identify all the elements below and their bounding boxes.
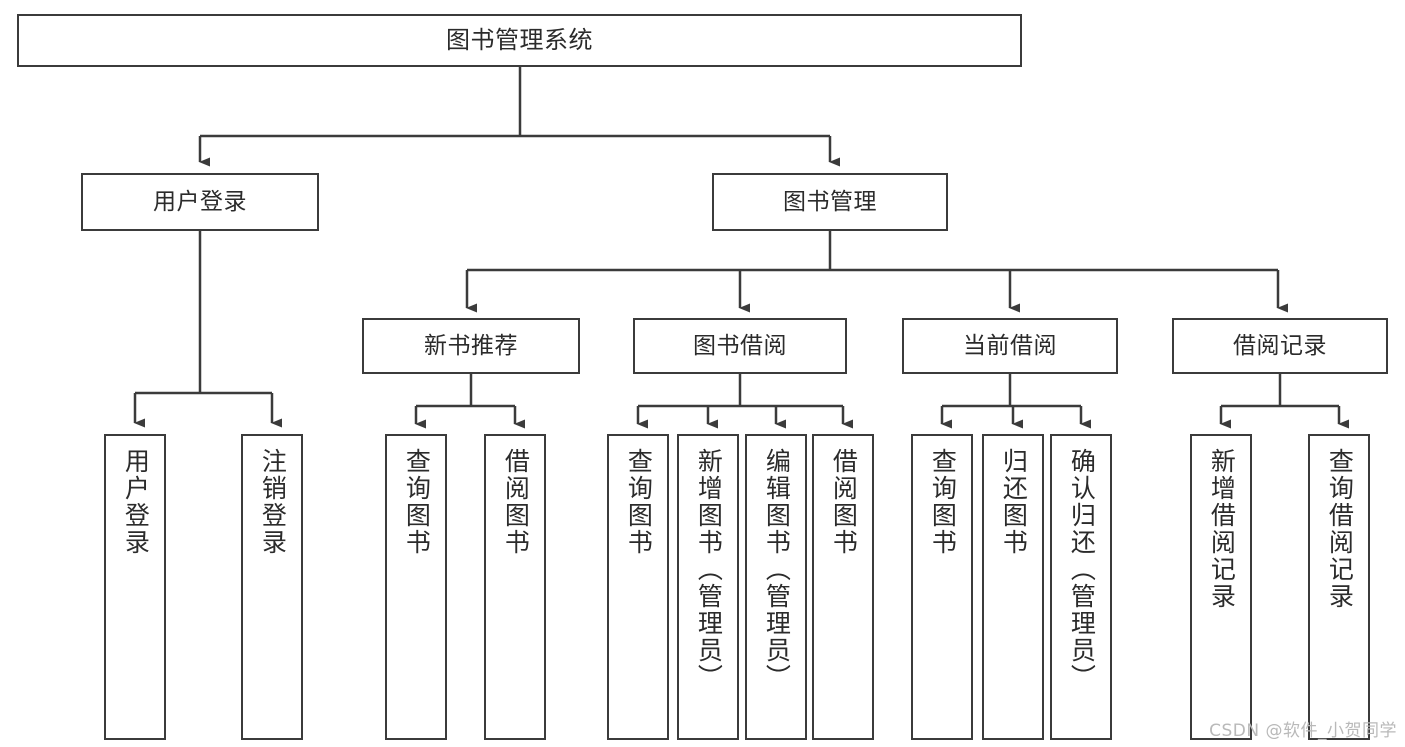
node-label: 借阅图书 <box>829 448 859 556</box>
node-label: 借阅记录 <box>1233 332 1327 359</box>
node-label: 图书管理系统 <box>446 25 593 54</box>
node-label: 新书推荐 <box>424 332 518 359</box>
node-book-management-system[interactable]: 图书管理系统 <box>17 14 1022 67</box>
node-label: 当前借阅 <box>963 332 1057 359</box>
node-label: 新增图书（管理员） <box>694 448 724 691</box>
node-label: 图书管理 <box>783 188 877 215</box>
node-new-book-recommendation[interactable]: 新书推荐 <box>362 318 580 374</box>
node-book-borrow[interactable]: 图书借阅 <box>633 318 847 374</box>
node-label: 新增借阅记录 <box>1207 448 1237 610</box>
node-label: 注销登录 <box>258 448 288 556</box>
leaf-confirm-return[interactable]: 确认归还（管理员） <box>1050 434 1112 740</box>
node-label: 编辑图书（管理员） <box>762 448 792 691</box>
node-label: 查询图书 <box>402 448 432 556</box>
leaf-add-book-admin[interactable]: 新增图书（管理员） <box>677 434 739 740</box>
leaf-add-borrow-record[interactable]: 新增借阅记录 <box>1190 434 1252 740</box>
leaf-borrow-book[interactable]: 借阅图书 <box>812 434 874 740</box>
node-user-login[interactable]: 用户登录 <box>81 173 319 231</box>
leaf-edit-book-admin[interactable]: 编辑图书（管理员） <box>745 434 807 740</box>
node-label: 查询图书 <box>928 448 958 556</box>
node-label: 图书借阅 <box>693 332 787 359</box>
node-current-borrow[interactable]: 当前借阅 <box>902 318 1118 374</box>
leaf-user-login[interactable]: 用户登录 <box>104 434 166 740</box>
leaf-query-book-current[interactable]: 查询图书 <box>911 434 973 740</box>
node-borrow-record[interactable]: 借阅记录 <box>1172 318 1388 374</box>
node-label: 归还图书 <box>999 448 1029 556</box>
leaf-return-book[interactable]: 归还图书 <box>982 434 1044 740</box>
node-label: 借阅图书 <box>501 448 531 556</box>
leaf-logout-login[interactable]: 注销登录 <box>241 434 303 740</box>
node-label: 用户登录 <box>121 448 151 556</box>
leaf-borrow-book-rec[interactable]: 借阅图书 <box>484 434 546 740</box>
watermark: CSDN @软件_小贺同学 <box>1209 721 1397 741</box>
node-label: 查询图书 <box>624 448 654 556</box>
leaf-query-book-borrow[interactable]: 查询图书 <box>607 434 669 740</box>
leaf-query-book-rec[interactable]: 查询图书 <box>385 434 447 740</box>
node-label: 确认归还（管理员） <box>1067 448 1097 691</box>
leaf-query-borrow-record[interactable]: 查询借阅记录 <box>1308 434 1370 740</box>
node-book-management[interactable]: 图书管理 <box>712 173 948 231</box>
node-label: 用户登录 <box>153 188 247 215</box>
node-label: 查询借阅记录 <box>1325 448 1355 610</box>
